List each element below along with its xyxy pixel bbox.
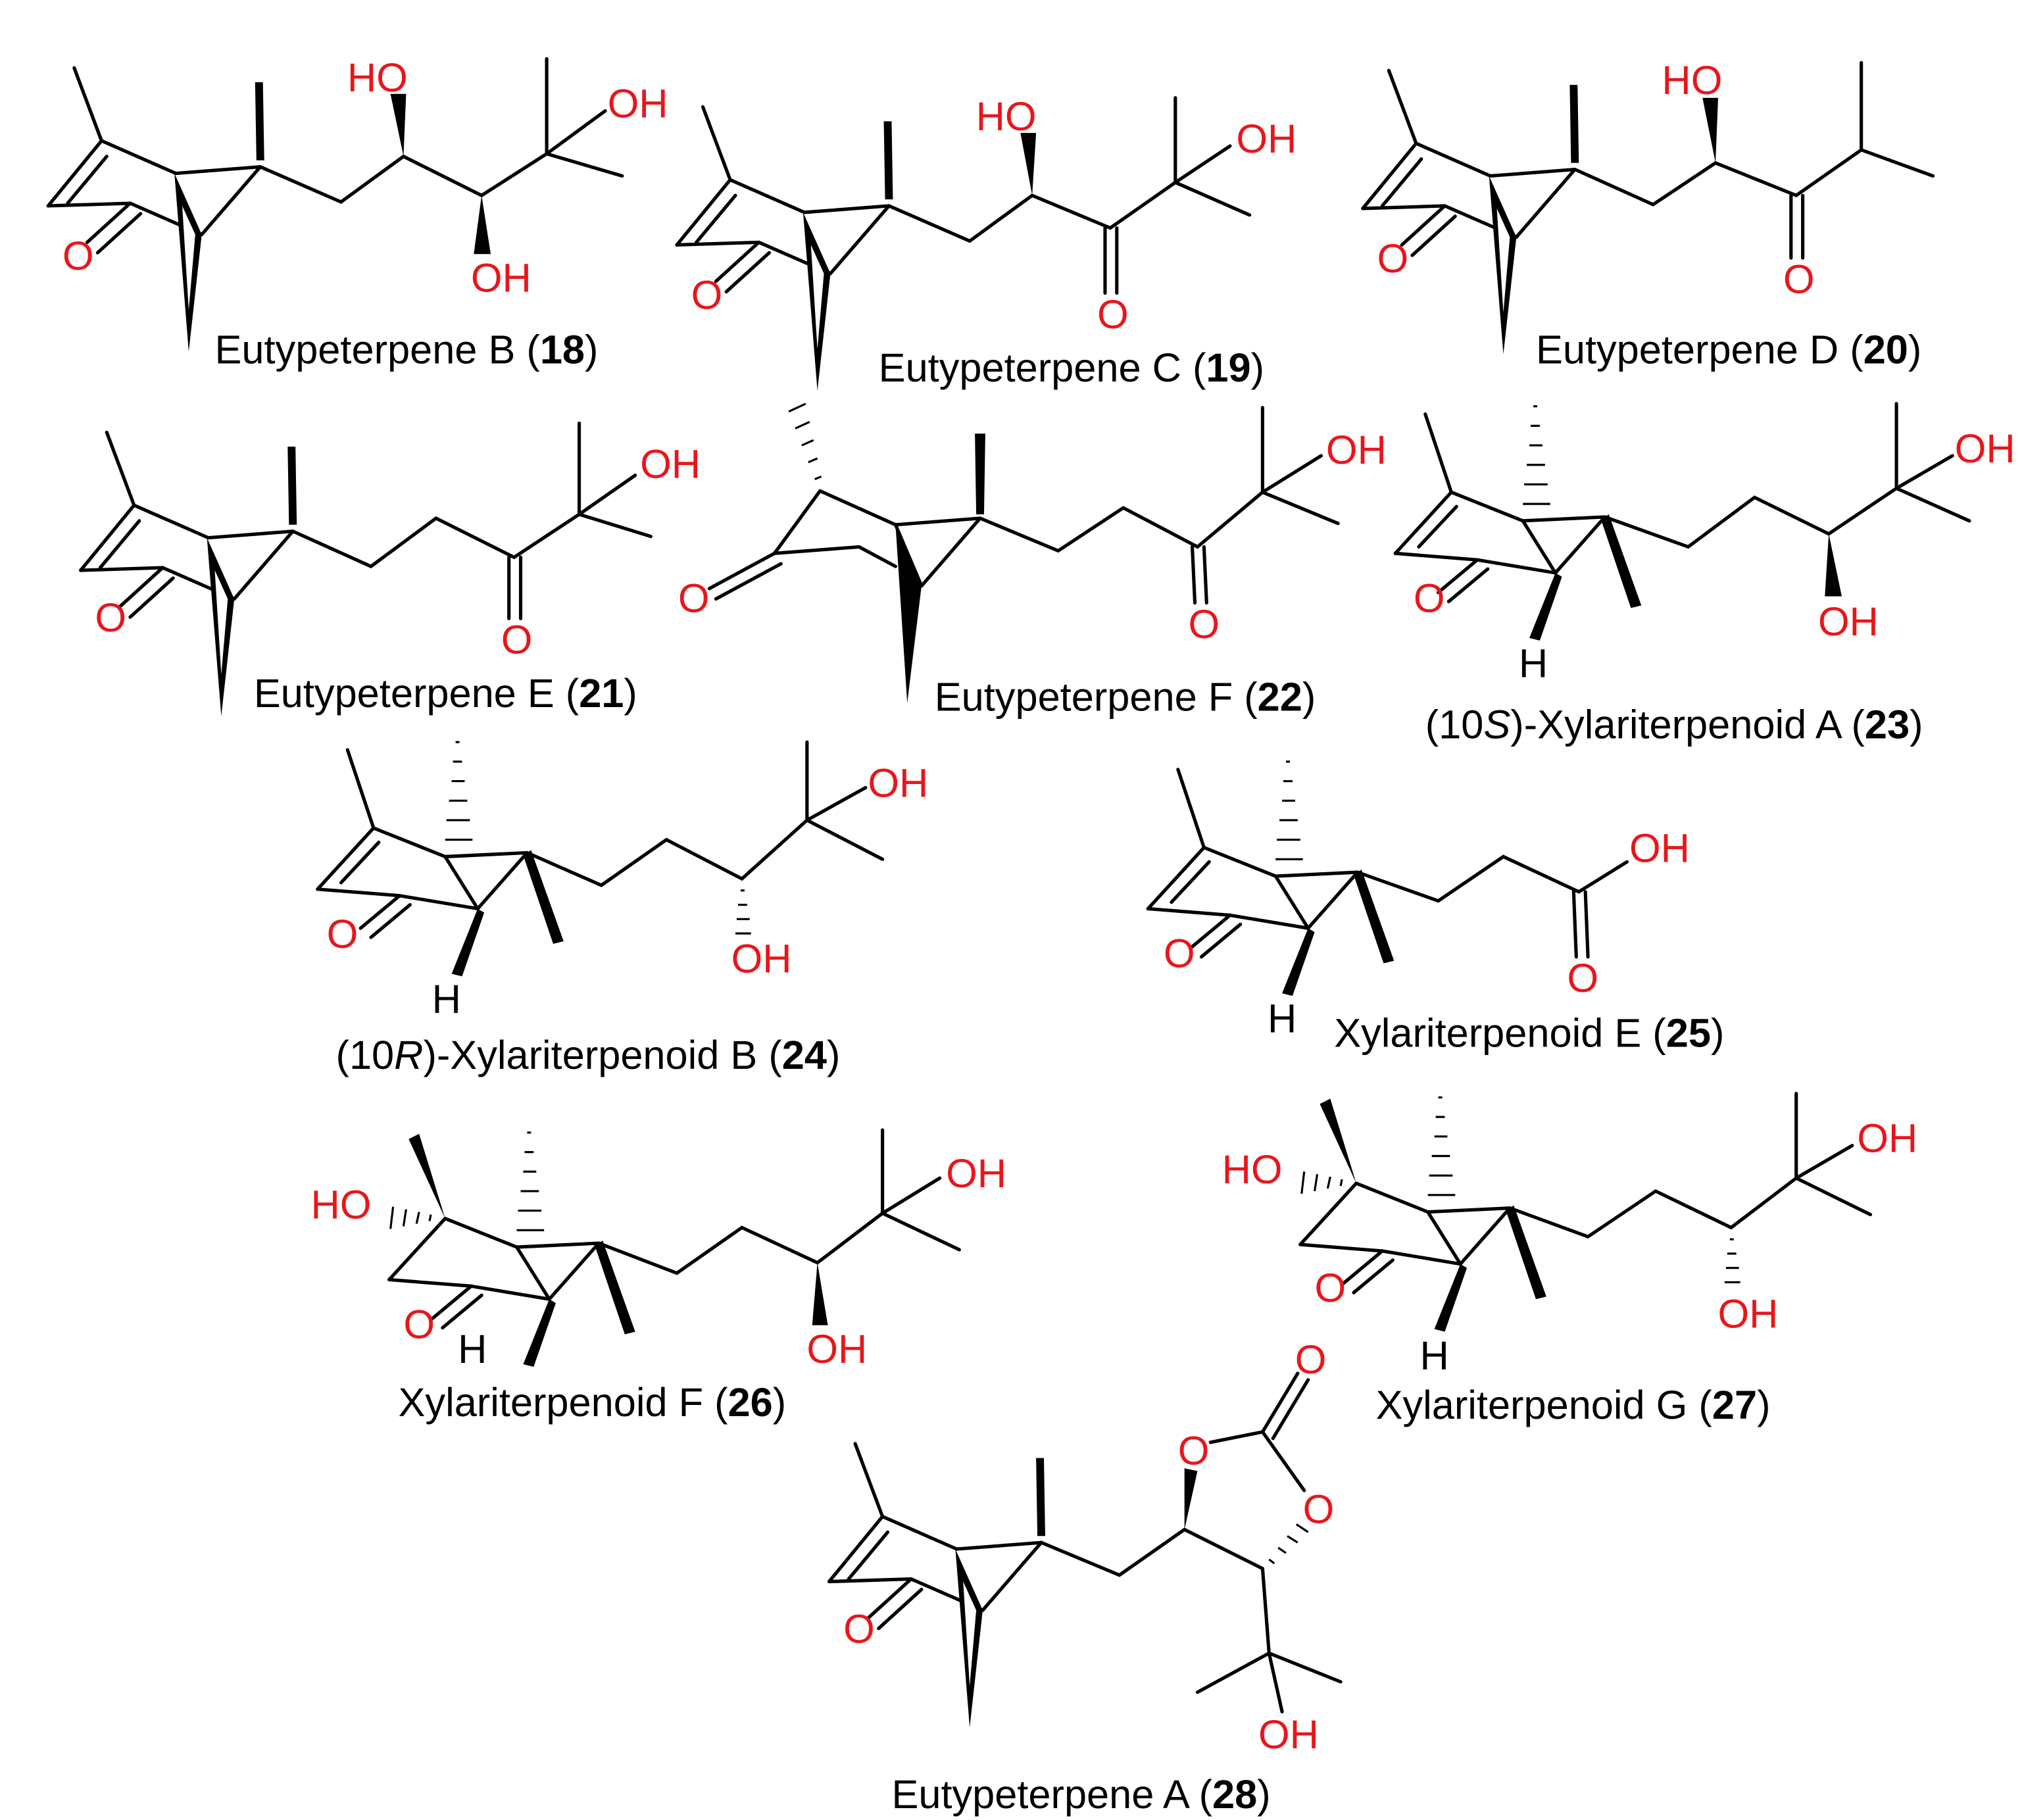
- atom-label: HO: [1662, 57, 1722, 103]
- atom-label: OH: [946, 1150, 1006, 1196]
- atom-label: O: [327, 911, 358, 956]
- atom-label: O: [403, 1302, 435, 1347]
- compound-24: O H OH OH (10R)-Xylariterpenoid B (24): [318, 740, 928, 1077]
- atom-label: O: [1189, 601, 1220, 647]
- atom-label: OH: [1717, 1291, 1778, 1337]
- compound-name: Eutypeterpene F (22): [935, 674, 1316, 720]
- compound-21: O O OH Eutypeterpene E (21): [81, 421, 701, 716]
- atom-label: OH: [806, 1326, 867, 1371]
- atom-label: O: [1303, 1487, 1335, 1532]
- atom-label: O: [1314, 1265, 1346, 1310]
- atom-label: O: [678, 575, 710, 620]
- atom-label: H: [458, 1326, 487, 1371]
- compound-name: Eutypeterpene D (20): [1536, 326, 1921, 372]
- atom-label: O: [1164, 931, 1195, 976]
- atom-label: HO: [1222, 1146, 1283, 1192]
- compound-23: O H OH OH (10S)-Xylariterpenoid A (23): [1395, 402, 2015, 747]
- atom-label: H: [432, 976, 461, 1021]
- atom-label: OH: [1629, 825, 1690, 870]
- atom-label: O: [1783, 257, 1815, 302]
- atom-label: H: [1268, 996, 1296, 1041]
- atom-label: HO: [976, 93, 1037, 139]
- compound-name: Eutypeterpene A (28): [891, 1771, 1270, 1817]
- atom-label: O: [1295, 1337, 1327, 1382]
- atom-label: H: [1519, 640, 1548, 685]
- atom-label: OH: [640, 441, 701, 487]
- compound-18: O HO OH OH Eutypeterpene B (18): [48, 55, 668, 372]
- compound-name: Eutypeterpene C (19): [879, 345, 1264, 390]
- compound-name: Eutypeterpene E (21): [254, 670, 637, 716]
- compound-26: O H HO OH OH Xylariterpenoid F (26): [310, 1128, 1006, 1425]
- compound-name: Xylariterpenoid G (27): [1376, 1382, 1771, 1427]
- compound-name: (10R)-Xylariterpenoid B (24): [336, 1032, 841, 1077]
- atom-label: O: [1377, 235, 1408, 281]
- atom-label: O: [62, 233, 94, 278]
- compound-25: O H O OH Xylariterpenoid E (25): [1148, 762, 1724, 1055]
- compound-22: O O OH Eutypeterpene F (22): [678, 403, 1387, 720]
- compound-19: O HO O OH Eutypeterpene C (19): [677, 93, 1296, 391]
- atom-label: O: [95, 595, 126, 640]
- atom-label: O: [1567, 955, 1598, 1000]
- compound-name: Xylariterpenoid F (26): [399, 1379, 787, 1425]
- atom-label: OH: [1955, 426, 2015, 471]
- atom-label: O: [1414, 575, 1445, 620]
- atom-label: OH: [731, 935, 792, 981]
- atom-label: OH: [1258, 1711, 1319, 1757]
- atom-label: OH: [471, 255, 531, 301]
- atom-label: OH: [868, 760, 928, 805]
- atom-label: HO: [310, 1181, 371, 1227]
- atom-label: O: [501, 617, 533, 662]
- compound-28: O O O O OH Eutypeterpene A (28): [829, 1337, 1343, 1817]
- compound-name: (10S)-Xylariterpenoid A (23): [1425, 701, 1923, 747]
- compound-27: O H HO OH OH Xylariterpenoid G (27): [1222, 1091, 1917, 1427]
- atom-label: HO: [347, 55, 408, 100]
- compound-name: Eutypeterpene B (18): [214, 326, 598, 372]
- atom-label: O: [843, 1606, 875, 1652]
- atom-label: O: [1178, 1427, 1210, 1473]
- compound-name: Xylariterpenoid E (25): [1334, 1010, 1724, 1055]
- atom-label: OH: [608, 80, 668, 126]
- atom-label: O: [1097, 291, 1129, 337]
- atom-label: OH: [1857, 1116, 1917, 1161]
- atom-label: OH: [1236, 116, 1296, 161]
- atom-label: OH: [1326, 427, 1387, 472]
- atom-label: OH: [1818, 599, 1879, 644]
- atom-label: O: [691, 272, 723, 317]
- compound-20: O HO O Eutypeterpene D (20): [1363, 57, 1935, 372]
- atom-label: H: [1419, 1333, 1448, 1378]
